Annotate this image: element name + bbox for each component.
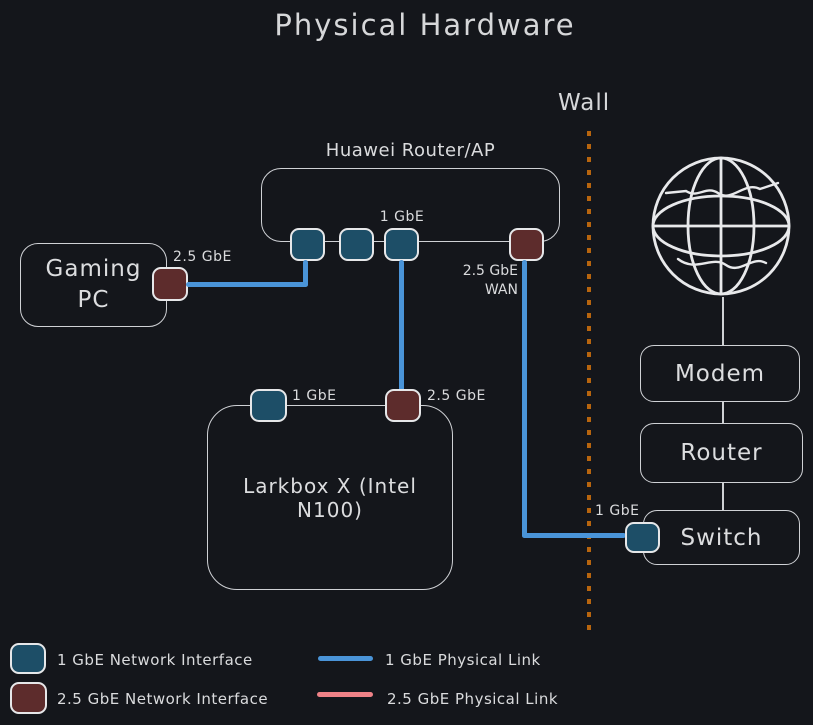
router-lan-port-label: 1 GbE (379, 209, 425, 225)
gaming-pc-nic-label: 2.5 GbE (173, 249, 232, 265)
page-title: Physical Hardware (274, 8, 576, 42)
connector-router-switch (722, 483, 724, 510)
legend-label-1gbe-link: 1 GbE Physical Link (385, 651, 541, 669)
globe-icon (646, 153, 796, 301)
legend-label-25gbe-interface: 2.5 GbE Network Interface (57, 690, 269, 708)
link-gamingpc-router-horizontal (186, 282, 308, 287)
larkbox-box: Larkbox X (Intel N100) (207, 405, 453, 590)
wan-label-line1: 2.5 GbE (462, 263, 518, 279)
legend-swatch-25gbe-interface (10, 682, 47, 714)
gaming-pc-label: Gaming PC (45, 255, 142, 313)
router-wan-port-label: 2.5 GbE WAN (450, 262, 518, 300)
larkbox-25gbe-port (385, 389, 421, 422)
connector-modem-router (722, 402, 724, 423)
wan-label-line2: WAN (484, 282, 518, 298)
legend-swatch-1gbe-interface (10, 643, 46, 674)
link-wan-switch-vertical (522, 260, 527, 538)
larkbox-1gbe-port (250, 389, 287, 422)
switch-label: Switch (680, 524, 763, 551)
modem-label: Modem (674, 360, 766, 387)
modem-box: Modem (640, 345, 800, 402)
larkbox-25gbe-label: 2.5 GbE (427, 388, 486, 404)
link-router-larkbox (399, 260, 404, 393)
switch-box: Switch (643, 510, 800, 565)
connector-globe-modem (722, 297, 724, 345)
router-label: Router (680, 440, 763, 466)
router-lan-port-3 (384, 228, 419, 261)
switch-port-label: 1 GbE (595, 503, 640, 519)
router-box: Router (640, 423, 803, 483)
gaming-pc-box: Gaming PC (20, 243, 167, 327)
larkbox-label: Larkbox X (Intel N100) (243, 473, 417, 522)
wall-dotted-divider (587, 131, 591, 633)
legend-label-25gbe-link: 2.5 GbE Physical Link (387, 690, 559, 708)
larkbox-1gbe-label: 1 GbE (292, 388, 337, 404)
huawei-router-ap-label: Huawei Router/AP (325, 140, 496, 161)
legend-swatch-1gbe-link (318, 656, 373, 661)
router-lan-port-1 (290, 228, 325, 261)
router-lan-port-2 (339, 228, 374, 261)
wall-label: Wall (558, 90, 611, 116)
router-wan-port (509, 228, 544, 261)
legend-label-1gbe-interface: 1 GbE Network Interface (57, 651, 253, 669)
gaming-pc-nic-port (152, 267, 188, 301)
link-wan-switch-horizontal (522, 533, 626, 538)
legend-swatch-25gbe-link (317, 692, 373, 697)
link-gamingpc-router-vertical (303, 260, 308, 287)
switch-1gbe-port (625, 522, 660, 553)
